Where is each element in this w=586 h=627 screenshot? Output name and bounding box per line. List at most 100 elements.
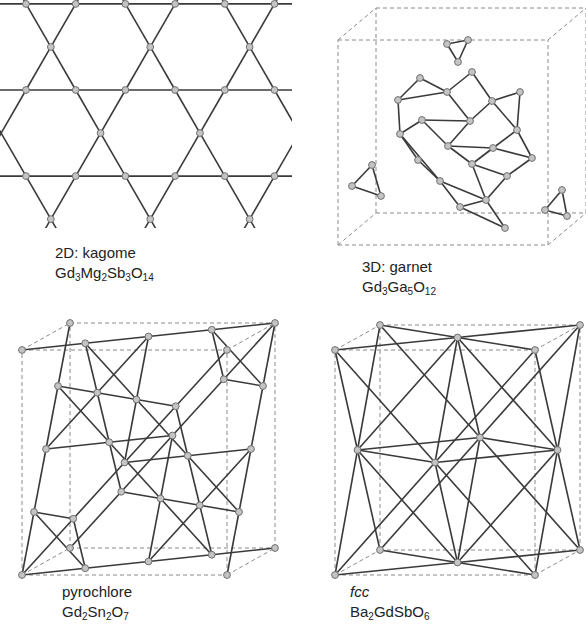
bond-line xyxy=(161,499,212,555)
bond-line xyxy=(400,120,422,134)
spin-site xyxy=(246,216,253,223)
spin-site xyxy=(514,127,521,134)
cell-edge xyxy=(227,350,228,575)
spin-site xyxy=(72,1,79,8)
bond-line xyxy=(335,350,358,450)
spin-site xyxy=(465,37,472,44)
bond-line xyxy=(545,190,562,210)
spin-site xyxy=(224,347,231,354)
bond-line xyxy=(458,550,581,563)
bond-line xyxy=(34,449,46,512)
spin-site xyxy=(208,551,215,558)
bond-line xyxy=(558,325,581,450)
bond-line xyxy=(125,175,175,177)
spin-site xyxy=(172,1,179,8)
bond-line xyxy=(26,4,51,47)
bond-line xyxy=(76,3,126,5)
bond-line xyxy=(46,386,58,449)
kagome-lattice xyxy=(0,0,292,228)
cell-edge xyxy=(70,548,275,549)
spin-site xyxy=(133,396,140,403)
spin-site xyxy=(31,509,38,516)
cell-edge xyxy=(335,350,336,575)
spin-site xyxy=(377,322,384,329)
spin-site xyxy=(23,173,30,180)
spin-site xyxy=(47,216,54,223)
spin-site xyxy=(82,340,89,347)
bond-line xyxy=(435,450,558,463)
bond-line xyxy=(448,146,493,148)
spin-site xyxy=(172,173,179,180)
spin-site xyxy=(417,75,424,82)
bond-line xyxy=(352,165,372,186)
bond-line xyxy=(358,450,436,463)
bond-line xyxy=(250,176,275,219)
bond-line xyxy=(109,436,172,443)
cell-edge xyxy=(338,8,376,40)
bond-line xyxy=(212,323,275,330)
spin-site xyxy=(196,502,203,509)
bond-line xyxy=(458,338,481,438)
bond-line xyxy=(1,133,26,176)
bond-line xyxy=(150,176,175,219)
cell-edge xyxy=(548,213,586,245)
cell-edge xyxy=(22,350,227,351)
fcc-lattice xyxy=(332,322,584,579)
spin-site xyxy=(395,97,402,104)
cell-edge xyxy=(338,245,548,246)
bond-line xyxy=(250,47,275,90)
bond-line xyxy=(125,400,137,463)
cell-edge xyxy=(22,350,23,575)
spin-site xyxy=(82,565,89,572)
spin-site xyxy=(72,173,79,180)
spin-site xyxy=(157,495,164,502)
bond-line xyxy=(85,562,148,569)
bond-line xyxy=(535,350,558,450)
bond-line xyxy=(352,186,381,196)
cell-edge xyxy=(335,575,535,576)
spin-site xyxy=(577,547,584,554)
bond-line xyxy=(22,568,85,575)
spin-site xyxy=(490,145,497,152)
bond-line xyxy=(447,92,470,121)
bond-line xyxy=(380,325,458,338)
bond-line xyxy=(335,450,358,575)
bond-line xyxy=(0,90,1,133)
spin-site xyxy=(455,59,462,66)
bond-line xyxy=(492,92,520,101)
bond-line xyxy=(435,463,535,576)
bond-line xyxy=(225,89,275,91)
spin-site xyxy=(517,89,524,96)
bond-line xyxy=(0,133,1,176)
bond-line xyxy=(380,438,480,551)
spin-site xyxy=(43,446,50,453)
lattice-caption: 3D: garnet xyxy=(362,258,432,276)
bond-line xyxy=(224,379,263,386)
spin-site xyxy=(260,383,267,390)
bond-line xyxy=(175,89,225,91)
bond-line xyxy=(448,146,472,164)
spin-site xyxy=(444,89,451,96)
bond-line xyxy=(173,379,224,435)
bond-line xyxy=(250,4,275,47)
spin-site xyxy=(248,446,255,453)
bond-line xyxy=(448,121,470,146)
spin-site xyxy=(106,439,113,446)
bond-line xyxy=(125,456,188,463)
spin-site xyxy=(483,197,490,204)
bond-line xyxy=(224,323,275,379)
bond-line xyxy=(200,90,225,133)
cell-edge xyxy=(70,323,275,324)
bond-line xyxy=(435,350,535,463)
spin-site xyxy=(147,44,154,51)
bond-line xyxy=(380,550,458,563)
bond-line xyxy=(358,325,381,450)
bond-line xyxy=(458,450,558,563)
bond-line xyxy=(22,512,34,575)
bond-line xyxy=(161,499,200,506)
bond-line xyxy=(380,325,480,438)
spin-site xyxy=(554,447,561,454)
bond-line xyxy=(251,386,263,449)
spin-site xyxy=(272,545,279,552)
bond-line xyxy=(225,4,250,47)
